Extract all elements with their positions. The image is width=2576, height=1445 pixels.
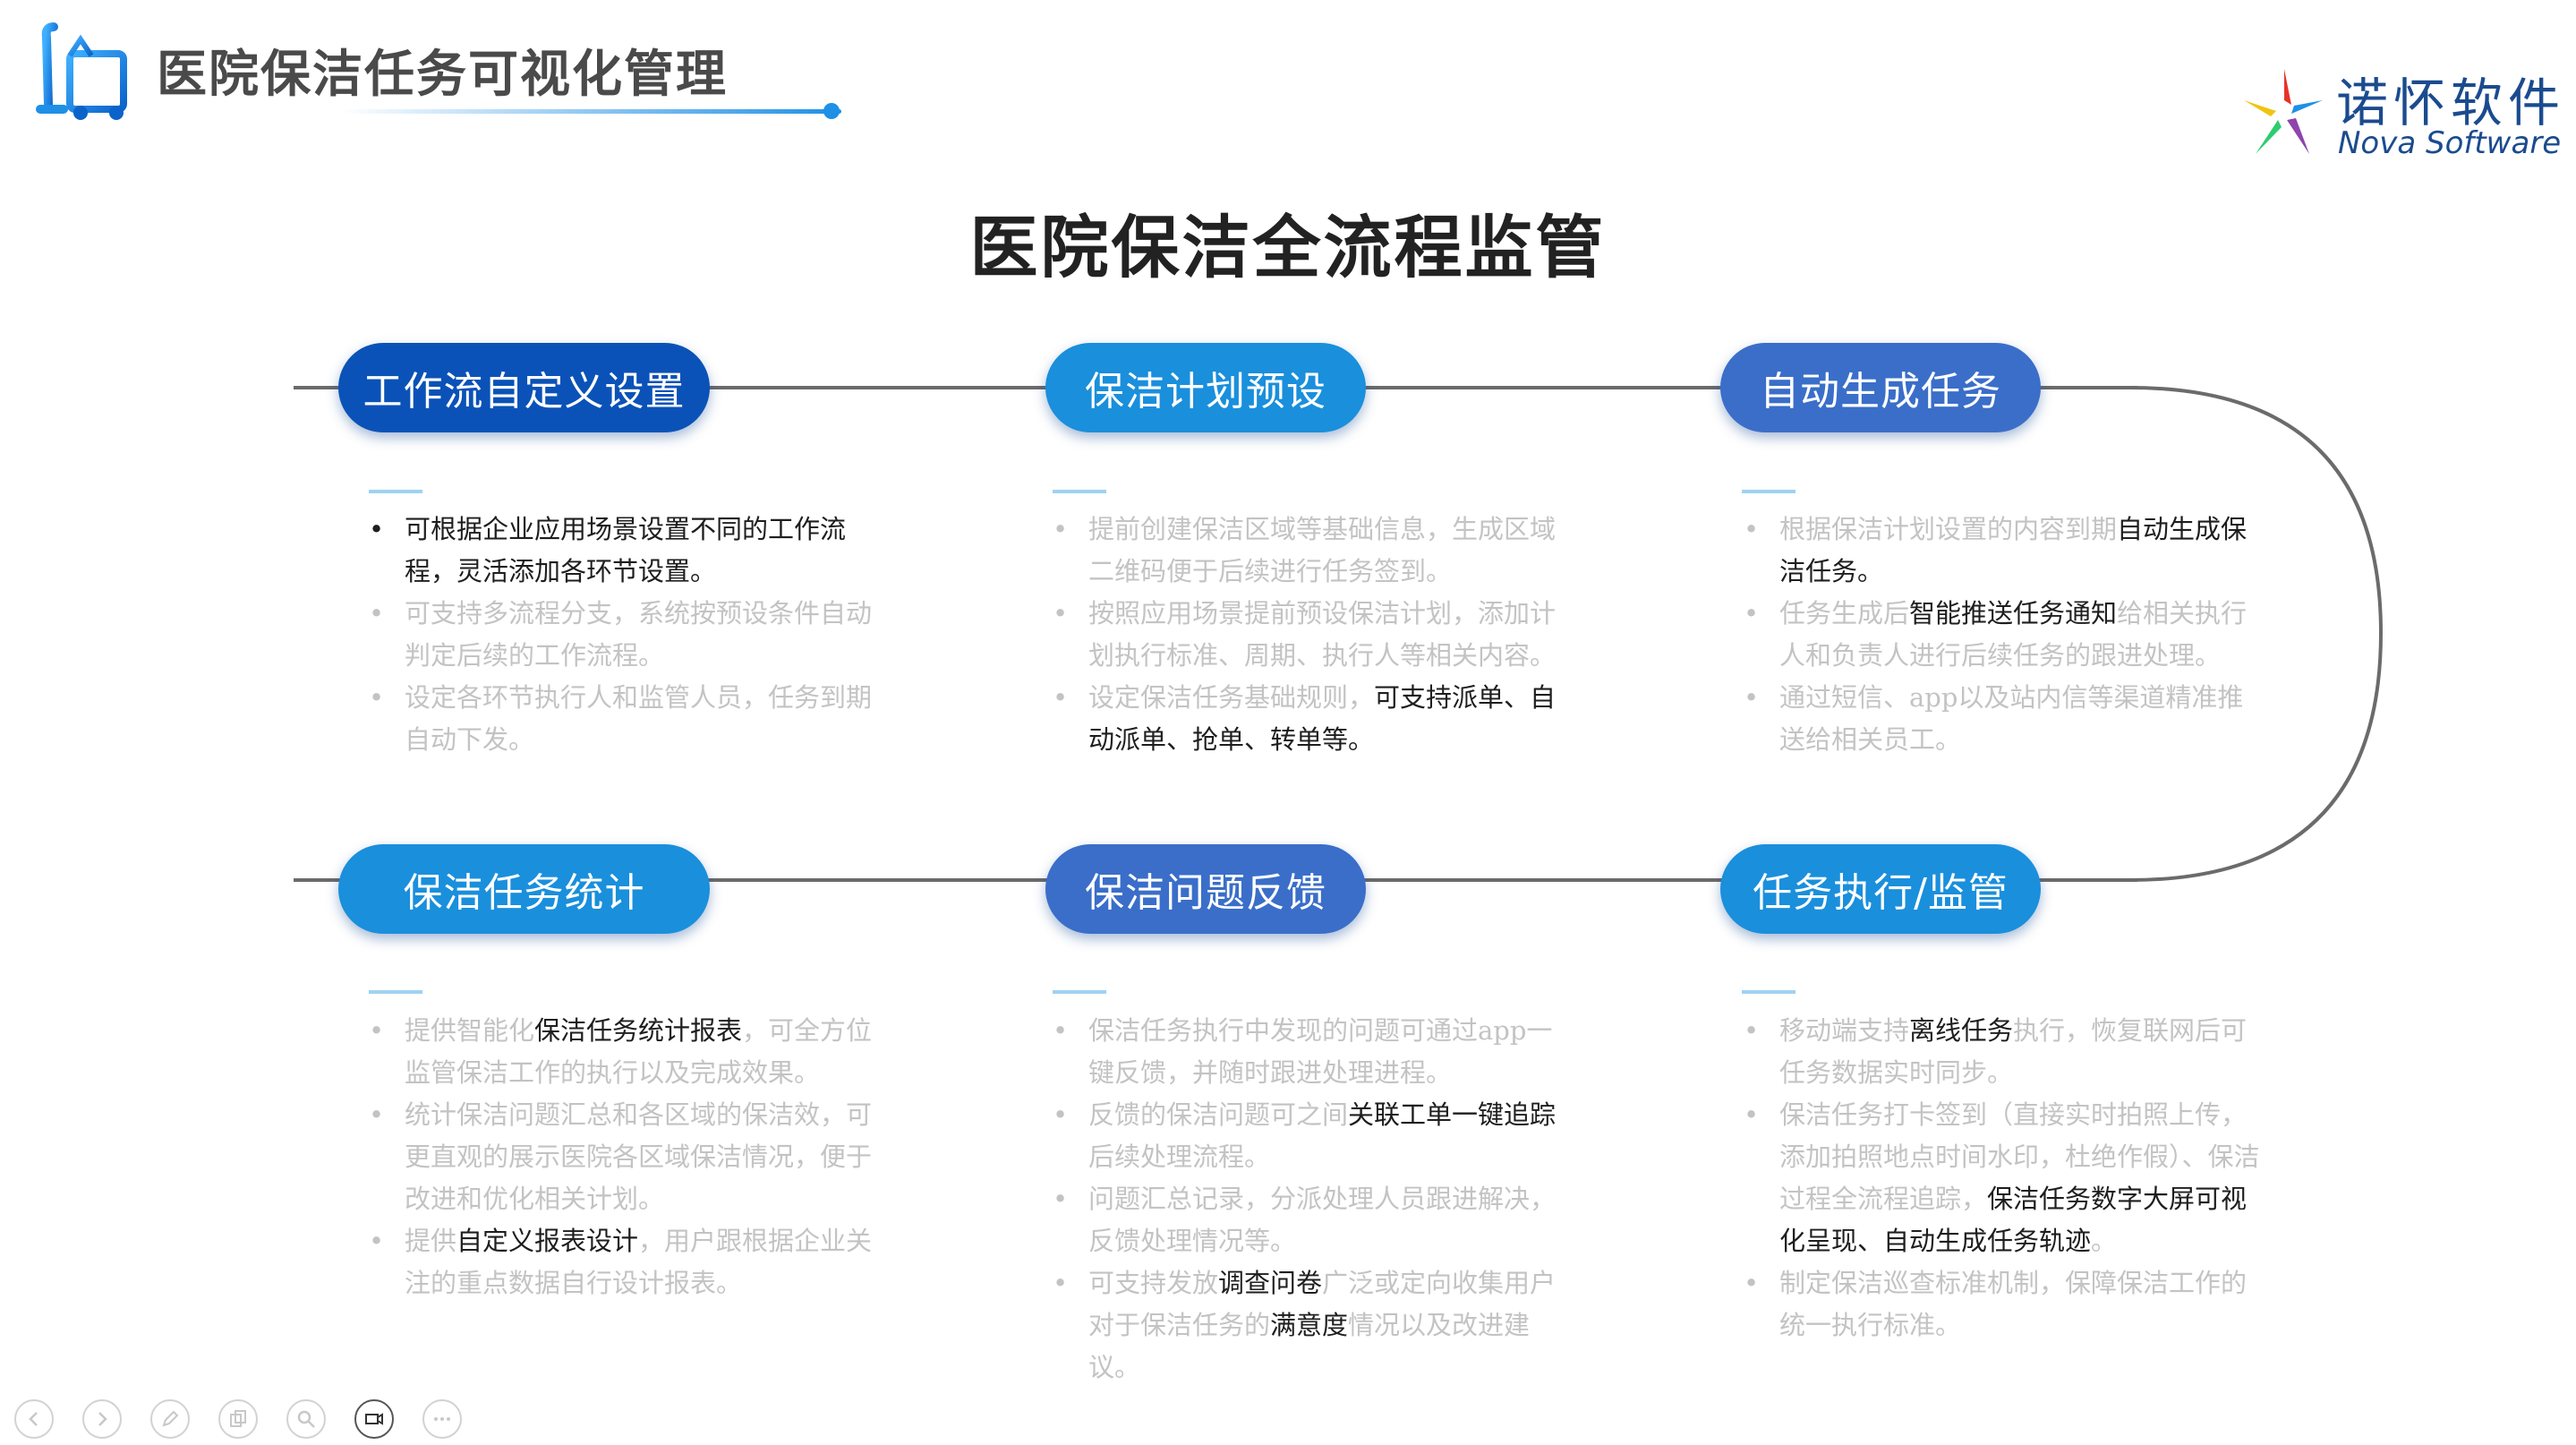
section-dash — [1053, 990, 1106, 994]
next-icon[interactable] — [82, 1399, 122, 1439]
flow-curve-connector — [2041, 386, 2384, 882]
list-item: 可支持多流程分支，系统按预设条件自动判定后续的工作流程。 — [367, 593, 891, 677]
auto-task-description: 根据保洁计划设置的内容到期自动生成保洁任务。 任务生成后智能推送任务通知给相关执… — [1742, 509, 2265, 761]
list-item: 可根据企业应用场景设置不同的工作流程，灵活添加各环节设置。 — [367, 509, 891, 593]
step-pill-workflow: 工作流自定义设置 — [338, 343, 710, 432]
more-icon[interactable] — [422, 1399, 462, 1439]
step-pill-statistics: 保洁任务统计 — [338, 844, 710, 934]
list-item: 按照应用场景提前预设保洁计划，添加计划执行标准、周期、执行人等相关内容。 — [1051, 593, 1574, 677]
list-item: 设定保洁任务基础规则，可支持派单、自动派单、抢单、转单等。 — [1051, 677, 1574, 761]
list-item: 保洁任务打卡签到（直接实时拍照上传，添加拍照地点时间水印，杜绝作假）、保洁过程全… — [1742, 1094, 2265, 1262]
list-item: 通过短信、app以及站内信等渠道精准推送给相关员工。 — [1742, 677, 2265, 761]
step-pill-plan: 保洁计划预设 — [1045, 343, 1366, 432]
feedback-description: 保洁任务执行中发现的问题可通过app一键反馈，并随时跟进处理进程。 反馈的保洁问… — [1051, 1010, 1574, 1389]
brand-name-en: Nova Software — [2338, 125, 2562, 161]
section-dash — [369, 990, 422, 994]
header-title: 医院保洁任务可视化管理 — [157, 46, 728, 104]
list-item: 提供自定义报表设计，用户跟根据企业关注的重点数据自行设计报表。 — [367, 1220, 891, 1304]
list-item: 统计保洁问题汇总和各区域的保洁效，可更直观的展示医院各区域保洁情况，便于改进和优… — [367, 1094, 891, 1220]
section-dash — [1053, 490, 1106, 493]
list-item: 制定保洁巡查标准机制，保障保洁工作的统一执行标准。 — [1742, 1262, 2265, 1347]
list-item: 提前创建保洁区域等基础信息，生成区域二维码便于后续进行任务签到。 — [1051, 509, 1574, 593]
list-item: 任务生成后智能推送任务通知给相关执行人和负责人进行后续任务的跟进处理。 — [1742, 593, 2265, 677]
zoom-icon[interactable] — [286, 1399, 326, 1439]
list-item: 设定各环节执行人和监管人员，任务到期自动下发。 — [367, 677, 891, 761]
main-title: 医院保洁全流程监管 — [969, 208, 1607, 287]
header-dot — [823, 103, 840, 119]
plan-description: 提前创建保洁区域等基础信息，生成区域二维码便于后续进行任务签到。 按照应用场景提… — [1051, 509, 1574, 761]
execution-description: 移动端支持离线任务执行，恢复联网后可任务数据实时同步。 保洁任务打卡签到（直接实… — [1742, 1010, 2265, 1347]
list-item: 可支持发放调查问卷广泛或定向收集用户对于保洁任务的满意度情况以及改进建议。 — [1051, 1262, 1574, 1389]
brand-name-cn: 诺怀软件 — [2336, 73, 2566, 133]
step-pill-feedback: 保洁问题反馈 — [1045, 844, 1366, 934]
statistics-description: 提供智能化保洁任务统计报表，可全方位监管保洁工作的执行以及完成效果。 统计保洁问… — [367, 1010, 891, 1304]
prev-icon[interactable] — [14, 1399, 54, 1439]
list-item: 反馈的保洁问题可之间关联工单一键追踪后续处理流程。 — [1051, 1094, 1574, 1178]
list-item: 提供智能化保洁任务统计报表，可全方位监管保洁工作的执行以及完成效果。 — [367, 1010, 891, 1094]
header-underline — [340, 109, 841, 114]
list-item: 根据保洁计划设置的内容到期自动生成保洁任务。 — [1742, 509, 2265, 593]
step-pill-auto-task: 自动生成任务 — [1720, 343, 2041, 432]
pen-icon[interactable] — [150, 1399, 190, 1439]
list-item: 移动端支持离线任务执行，恢复联网后可任务数据实时同步。 — [1742, 1010, 2265, 1094]
cleaning-cart-logo-icon — [36, 22, 127, 120]
nova-star-logo-icon — [2244, 69, 2323, 154]
copy-icon[interactable] — [218, 1399, 258, 1439]
section-dash — [1742, 490, 1796, 493]
section-dash — [369, 490, 422, 493]
list-item: 保洁任务执行中发现的问题可通过app一键反馈，并随时跟进处理进程。 — [1051, 1010, 1574, 1094]
step-pill-execution: 任务执行/监管 — [1720, 844, 2041, 934]
video-icon[interactable] — [354, 1399, 394, 1439]
list-item: 问题汇总记录，分派处理人员跟进解决，反馈处理情况等。 — [1051, 1178, 1574, 1262]
section-dash — [1742, 990, 1796, 994]
workflow-description: 可根据企业应用场景设置不同的工作流程，灵活添加各环节设置。 可支持多流程分支，系… — [367, 509, 891, 761]
